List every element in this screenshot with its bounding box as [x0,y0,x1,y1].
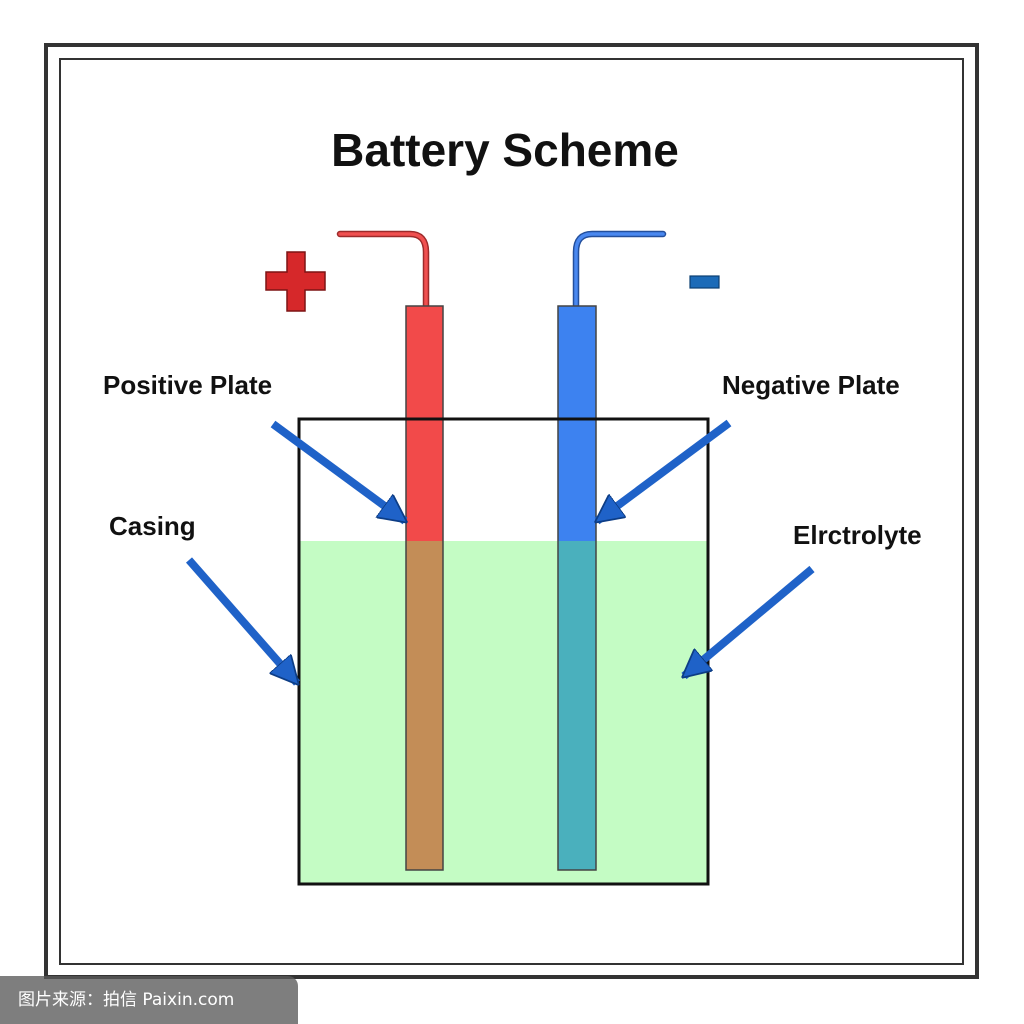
negative-plate-submerged [558,541,596,870]
plus-sign-icon [265,251,326,312]
negative-terminal-wire-fill [574,232,665,308]
negative-plate-outline [557,305,597,871]
negative-plate-arrow [597,419,732,525]
diagram-title: Battery Scheme [331,124,679,176]
positive-plate-outline [405,305,444,871]
negative-plate [558,306,596,541]
casing-label: Casing [109,511,196,541]
positive-plate [406,306,443,541]
positive-plate-label: Positive Plate [103,370,272,400]
positive-terminal-wire-fill [338,232,428,308]
electrolyte-label: Elrctrolyte [793,520,922,550]
electrolyte-fill [299,541,708,884]
casing-arrow [185,557,297,683]
positive-terminal-wire [336,230,430,310]
inner-frame [59,58,964,965]
electrolyte-arrow [684,565,815,676]
negative-plate-label: Negative Plate [722,370,900,400]
watermark-banner: 图片来源：拍信 Paixin.com [0,976,298,1024]
positive-plate-arrow [270,420,405,525]
negative-terminal-wire [572,230,667,310]
outer-frame [44,43,979,979]
positive-plate-submerged [406,541,443,870]
minus-sign-icon [689,275,720,289]
